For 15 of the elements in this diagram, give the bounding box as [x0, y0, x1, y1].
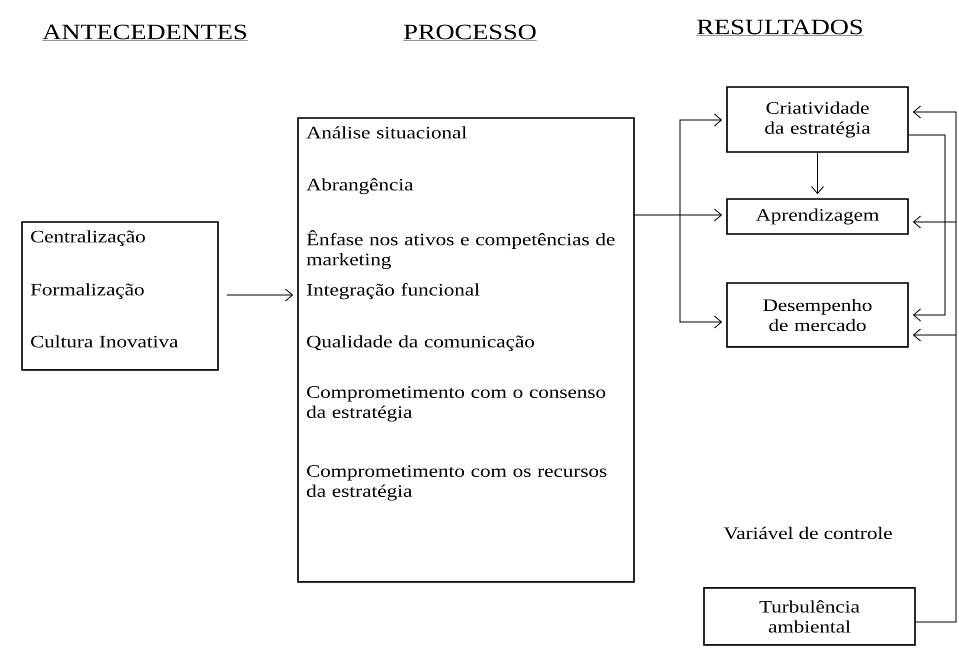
outcome-box: Desempenho de mercado: [726, 282, 909, 348]
antecedent-box: Centralização Formalização Cultura Inovativa: [21, 221, 219, 371]
section-label: Variável de controle: [724, 526, 892, 540]
column-heading: ANTECEDENTES: [42, 24, 248, 41]
process-box: Análise situacional Abrangência Ênfase nos ativos e competências de marketing Integração funcional Qualidade da comunicação Comprometimento com o consenso da estratégia Comprometimento com os recursos da estratégia: [297, 117, 635, 583]
control-box: Turbulência ambiental: [703, 587, 916, 646]
column-heading: RESULTADOS: [696, 20, 864, 36]
arrow: [912, 328, 956, 622]
arrow: [811, 152, 824, 194]
arrow: [908, 134, 946, 322]
arrow: [226, 288, 294, 302]
outcome-box: Criatividade da estratégia: [726, 86, 909, 153]
outcome-box: Aprendizagem: [726, 198, 909, 235]
column-heading: PROCESSO: [403, 24, 537, 41]
arrow: [634, 214, 722, 328]
